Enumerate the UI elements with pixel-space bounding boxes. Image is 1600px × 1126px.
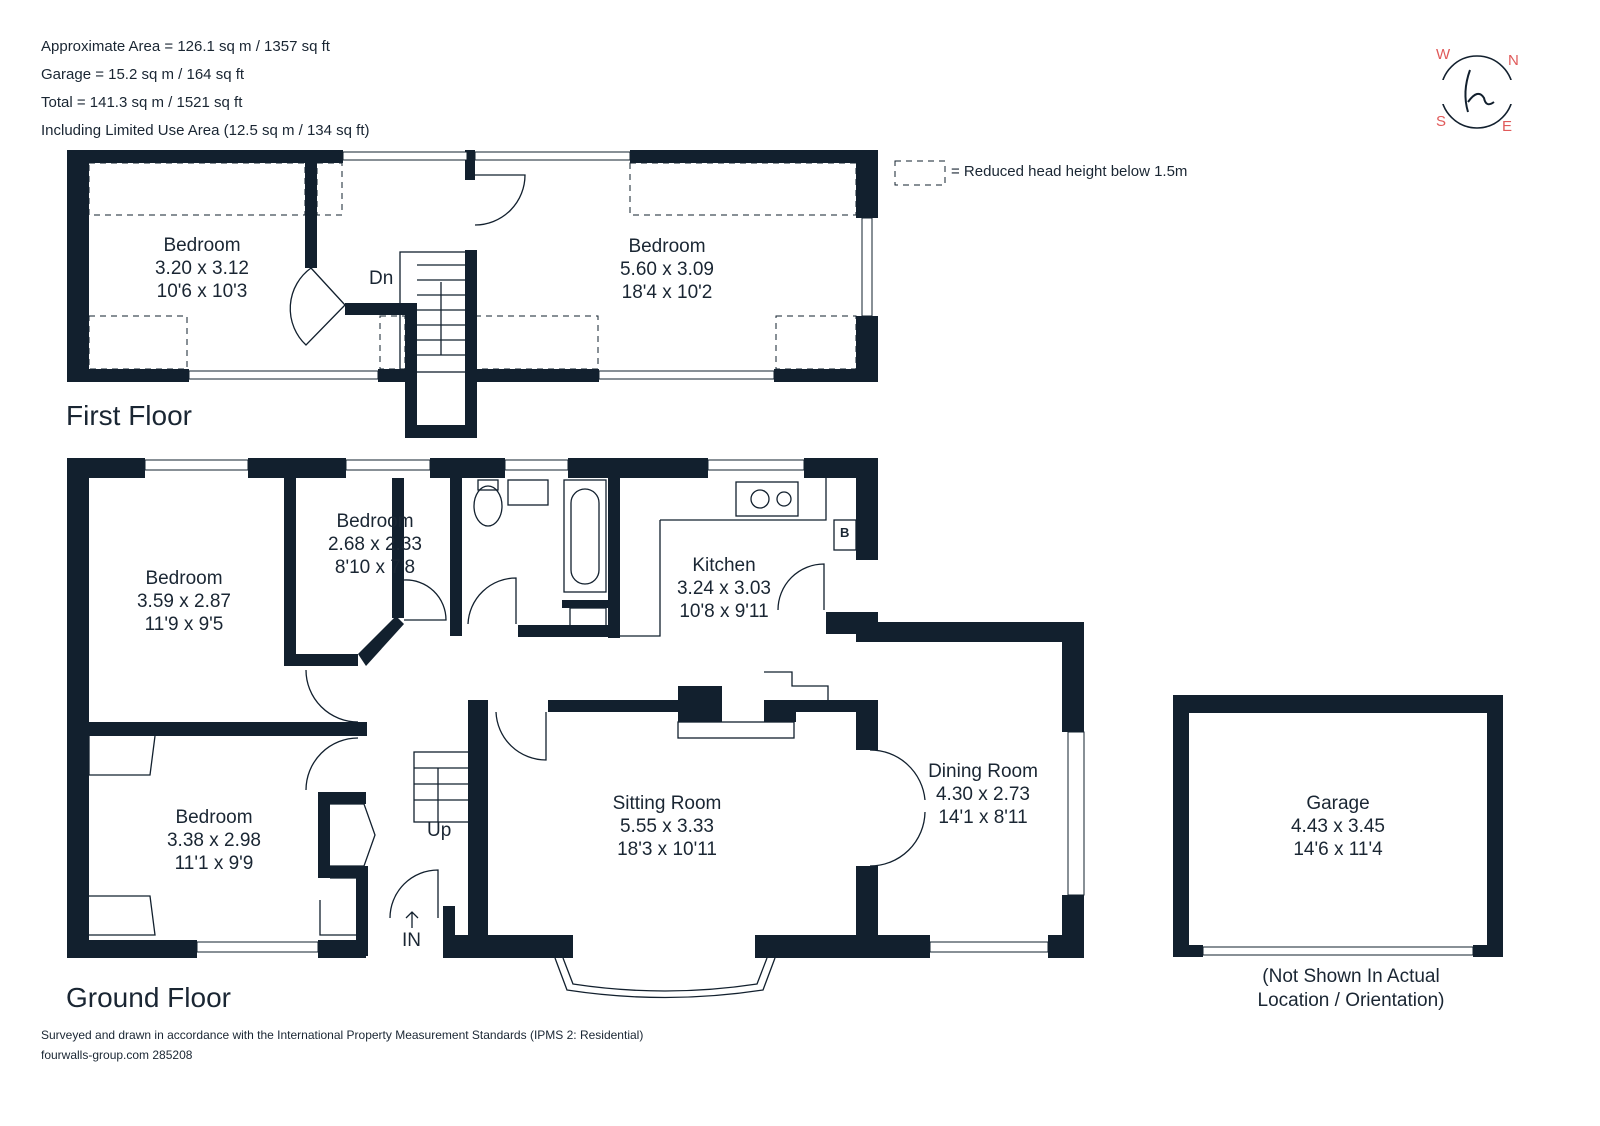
stairs-up-label: Up [427,820,452,841]
stairs-down-label: Dn [369,268,394,289]
kitchen-label: Kitchen 3.24 x 3.03 10'8 x 9'11 [677,554,771,623]
legend-label: = Reduced head height below 1.5m [951,163,1188,180]
room-name: Sitting Room [612,793,722,814]
room-imperial: 8'10 x 7'8 [334,557,416,578]
standards-footer: Surveyed and drawn in accordance with th… [41,1028,644,1042]
room-name: Dining Room [928,761,1038,782]
gf-bedroom-1-label: Bedroom 3.59 x 2.87 11'9 x 9'5 [137,567,231,636]
entrance-label: IN [402,930,421,951]
room-name: Garage [1306,793,1370,814]
compass-east-label: E [1502,118,1513,135]
first-floor-plan [67,150,878,438]
garage-location-note: (Not Shown In Actual Location / Orientat… [1258,965,1445,1013]
ground-floor-title: Ground Floor [66,982,231,1013]
garage-label: Garage 4.43 x 3.45 14'6 x 11'4 [1291,792,1385,861]
compass-west-label: W [1436,46,1451,63]
approximate-area-text: Approximate Area = 126.1 sq m / 1357 sq … [41,38,330,55]
total-area-text: Total = 141.3 sq m / 1521 sq ft [41,94,243,111]
boiler-label: B [840,525,850,540]
compass-north-label: N [1508,52,1519,69]
sitting-room-label: Sitting Room 5.55 x 3.33 18'3 x 10'11 [613,792,722,861]
gf-bedroom-3-label: Bedroom 3.38 x 2.98 11'1 x 9'9 [167,806,261,875]
limited-use-area-text: Including Limited Use Area (12.5 sq m / … [41,122,370,139]
gf-bedroom-2-label: Bedroom 2.68 x 2.33 8'10 x 7'8 [328,510,422,579]
room-imperial: 10'8 x 9'11 [679,601,769,622]
room-metric: 5.55 x 3.33 [619,816,715,837]
room-name: Bedroom [163,235,241,256]
dining-room-label: Dining Room 4.30 x 2.73 14'1 x 8'11 [928,760,1038,829]
note-line-1: (Not Shown In Actual [1262,966,1440,987]
room-metric: 3.59 x 2.87 [136,591,232,612]
room-imperial: 11'1 x 9'9 [174,853,254,874]
garage-area-text: Garage = 15.2 sq m / 164 sq ft [41,66,245,83]
room-metric: 5.60 x 3.09 [619,259,715,280]
room-name: Bedroom [628,236,706,257]
room-metric: 3.24 x 3.03 [676,578,772,599]
room-name: Bedroom [336,511,414,532]
room-metric: 3.38 x 2.98 [166,830,262,851]
first-floor-title: First Floor [66,400,192,431]
room-imperial: 18'3 x 10'11 [617,839,717,860]
ff-bedroom-1-label: Bedroom 3.20 x 3.12 10'6 x 10'3 [155,234,249,303]
ff-bedroom-2-label: Bedroom 5.60 x 3.09 18'4 x 10'2 [620,235,714,304]
reduced-head-height-legend-swatch [894,160,946,186]
room-metric: 4.30 x 2.73 [935,784,1031,805]
room-metric: 2.68 x 2.33 [327,534,423,555]
room-name: Bedroom [145,568,223,589]
room-name: Bedroom [175,807,253,828]
compass-south-label: S [1436,113,1447,130]
room-imperial: 10'6 x 10'3 [156,281,248,302]
garage-plan [1173,695,1503,957]
note-line-2: Location / Orientation) [1257,990,1445,1011]
room-name: Kitchen [692,555,756,576]
room-metric: 4.43 x 3.45 [1290,816,1386,837]
room-imperial: 18'4 x 10'2 [621,282,713,303]
room-imperial: 14'6 x 11'4 [1293,839,1383,860]
room-imperial: 14'1 x 8'11 [938,807,1028,828]
compass-logo [1440,55,1514,129]
room-imperial: 11'9 x 9'5 [144,614,224,635]
room-metric: 3.20 x 3.12 [154,258,250,279]
reference-footer: fourwalls-group.com 285208 [41,1048,193,1062]
ground-floor-plan [67,458,1085,999]
